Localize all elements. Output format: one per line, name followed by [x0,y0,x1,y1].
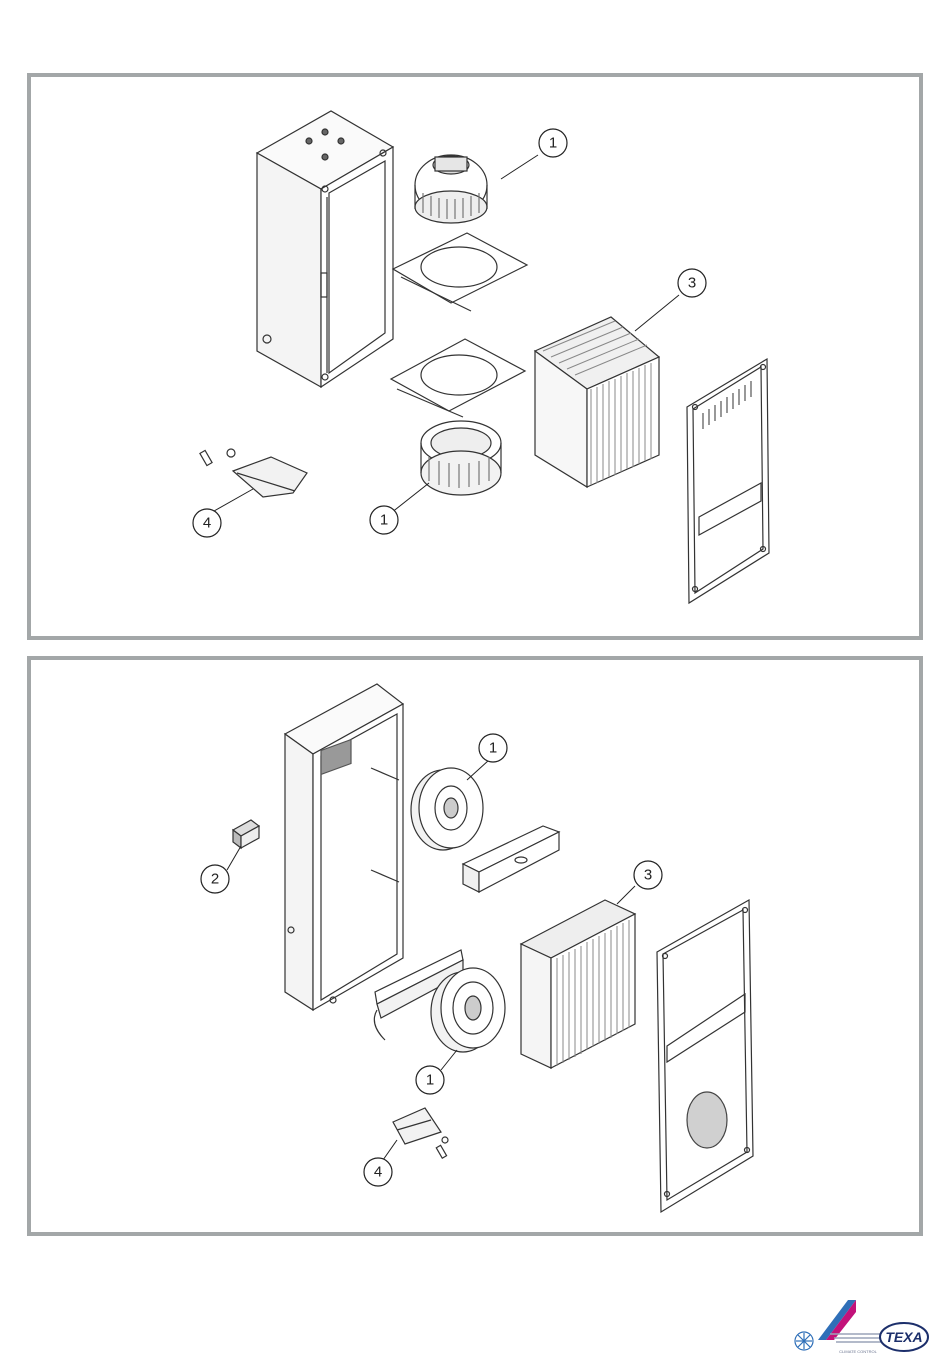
callout-label: 1 [549,135,557,152]
radial-fan-bottom [421,421,501,495]
mounting-plate-lower [391,339,525,417]
texa-logo-mark: TEXA CLIMATE CONTROL [790,1290,930,1360]
callout-label: 1 [426,1072,434,1089]
snowflake-icon [795,1332,813,1350]
accessory-kit-bag [200,449,307,497]
callout-fan-bottom: 1 [416,1066,444,1094]
brand-tagline: CLIMATE CONTROL [839,1349,877,1354]
exploded-view-panel-top: 1 3 1 4 [27,73,923,640]
callout-fan-top: 1 [539,129,567,157]
exploded-diagram-bottom: 1 2 3 1 4 [31,660,919,1232]
heat-exchanger-block [521,900,635,1068]
callout-label: 1 [489,740,497,757]
brand-wordmark: TEXA [885,1329,922,1345]
mounting-plate-upper [393,233,527,311]
accessory-kit-bag [393,1108,448,1158]
callout-label: 3 [688,275,696,292]
callout-fan-top: 1 [479,734,507,762]
callout-fan-bottom: 1 [370,506,398,534]
callout-label: 2 [211,871,219,888]
thermostat-switch [233,820,259,848]
exploded-diagram-top: 1 3 1 4 [31,77,919,636]
callout-label: 3 [644,867,652,884]
front-cover-panel [687,359,769,603]
radial-fan-top [415,155,487,223]
housing-cabinet [285,684,403,1010]
callout-label: 1 [380,512,388,529]
exploded-view-panel-bottom: 1 2 3 1 4 [27,656,923,1236]
housing-cabinet [257,111,393,387]
callout-label: 4 [203,515,211,532]
callout-heat-exchanger: 3 [634,861,662,889]
front-cover-panel [657,900,753,1212]
texa-logo: TEXA CLIMATE CONTROL [790,1290,930,1360]
radial-fan-top [411,768,483,850]
fan-mounting-bracket [463,826,559,892]
callout-label: 4 [374,1164,382,1181]
callout-accessory-kit: 4 [364,1158,392,1186]
callout-heat-exchanger: 3 [678,269,706,297]
callout-thermostat: 2 [201,865,229,893]
heat-exchanger-block [535,317,659,487]
callout-accessory-kit: 4 [193,509,221,537]
